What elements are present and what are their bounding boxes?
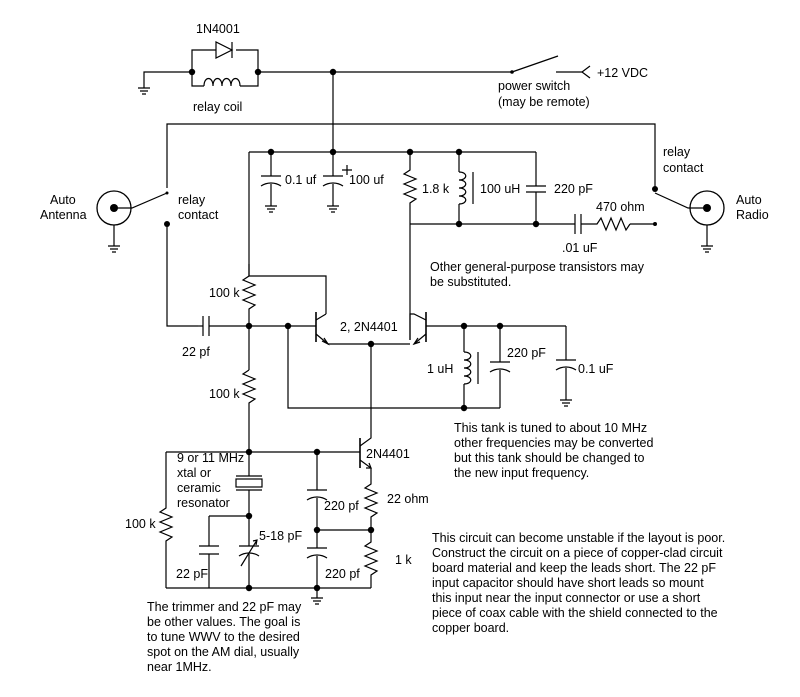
relay-contact-right [652,186,658,192]
note-layout-7: copper board. [432,621,509,635]
r-100k-top-label: 100 k [209,286,240,300]
auto-radio-connector [630,186,725,253]
c-220pf-tank-label: 220 pF [507,346,546,360]
note-layout-5: this input near the input connector or u… [432,591,701,605]
note-layout-6: piece of coax cable with the shield conn… [432,606,718,620]
c-100uf-label: 100 uf [349,173,384,187]
c-22pf-osc-label: 22 pF [176,567,208,581]
note-substitute-2: be substituted. [430,275,511,289]
supply-bus [248,148,631,340]
note-substitute-1: Other general-purpose transistors may [430,260,645,274]
xtal-label-1: 9 or 11 MHz [177,451,244,465]
oscillator-section [158,430,379,605]
xtal-label-3: ceramic [177,481,221,495]
auto-antenna-label-1: Auto [50,193,76,207]
mixer-transistor-pair [249,275,566,430]
power-switch-note: (may be remote) [498,95,590,109]
note-tank-2: other frequencies may be converted [454,436,653,450]
relay-contact-right-label-1: relay [663,145,691,159]
note-trimmer-2: be other values. The goal is [147,615,300,629]
relay-contact-left-label-1: relay [178,193,206,207]
c-220pf-a-label: 220 pf [324,499,359,513]
r-100k-left-label: 100 k [125,517,156,531]
auto-antenna-connector [96,190,198,327]
note-trimmer-1: The trimmer and 22 pF may [147,600,302,614]
l-100uh-label: 100 uH [480,182,520,196]
power-switch-label: power switch [498,79,570,93]
transistor-osc-label: 2N4401 [366,447,410,461]
schematic-labels: 1N4001 relay coil power switch (may be r… [40,22,769,674]
auto-antenna-label-2: Antenna [40,208,87,222]
bias-network [198,264,292,456]
r-1k-label: 1 k [395,553,412,567]
note-layout-3: board material and keep the leads short.… [432,561,716,575]
relay-coil-symbol [203,77,241,87]
transistor-pair-label: 2, 2N4401 [340,320,398,334]
relay-coil-network [138,41,591,152]
note-tank-1: This tank is tuned to about 10 MHz [454,421,647,435]
crystal-symbol [235,478,263,488]
c-01uf-label: 0.1 uf [285,173,317,187]
auto-radio-label-1: Auto [736,193,762,207]
output-tank [460,326,577,412]
diode-label: 1N4001 [196,22,240,36]
power-switch-symbol [511,55,559,73]
c-01-out-label: .01 uF [562,241,598,255]
diode-1n4001-symbol [215,41,234,59]
r-1k8-label: 1.8 k [422,182,450,196]
trimmer-label: 5-18 pF [259,529,302,543]
relay-coil-label: relay coil [193,100,242,114]
note-tank-4: the new input frequency. [454,466,589,480]
r-470-label: 470 ohm [596,200,645,214]
l-1uh-label: 1 uH [427,362,453,376]
auto-radio-label-2: Radio [736,208,769,222]
note-layout-1: This circuit can become unstable if the … [432,531,725,545]
xtal-label-2: xtal or [177,466,211,480]
c-22pf-in-label: 22 pf [182,345,210,359]
c-220pf-top-label: 220 pF [554,182,593,196]
note-trimmer-3: to tune WWV to the desired [147,630,300,644]
note-trimmer-5: near 1MHz. [147,660,212,674]
xtal-label-4: resonator [177,496,230,510]
note-trimmer-4: spot on the AM dial, usually [147,645,300,659]
relay-control-line [166,123,656,188]
c-220pf-b-label: 220 pf [325,567,360,581]
relay-contact-left-label-2: contact [178,208,219,222]
r-22ohm-label: 22 ohm [387,492,429,506]
c-01uf-tank-label: 0.1 uF [578,362,614,376]
note-layout-4: input capacitor should have short leads … [432,576,704,590]
r-100k-mid-label: 100 k [209,387,240,401]
note-layout-2: Construct the circuit on a piece of copp… [432,546,723,560]
relay-contact-right-label-2: contact [663,161,704,175]
supply-label: +12 VDC [597,66,648,80]
note-tank-3: but this tank should be changed to [454,451,644,465]
